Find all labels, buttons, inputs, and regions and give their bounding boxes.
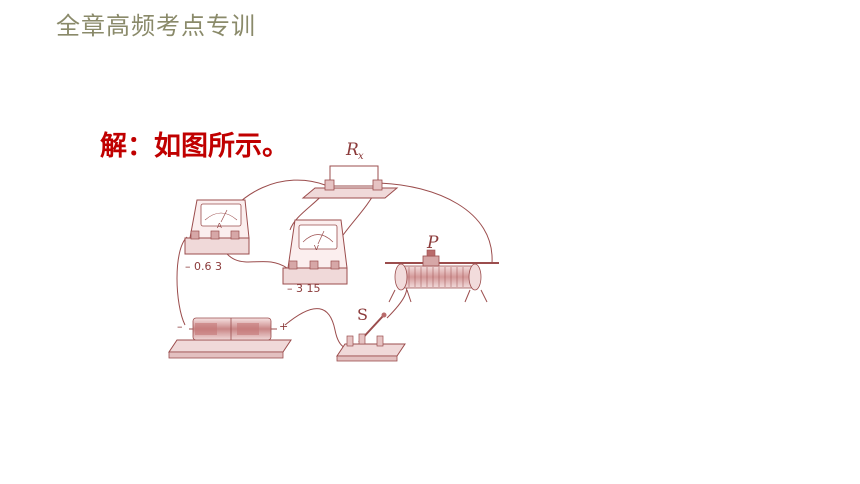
page-header-title: 全章高频考点专训 — [56, 12, 256, 40]
circuit-diagram: R x A – 0.6 3 V – 3 15 — [168, 140, 499, 362]
ammeter-terminal-labels: – 0.6 3 — [185, 260, 222, 273]
resistor-rx: R x — [301, 140, 399, 199]
voltmeter-terminal-labels: – 3 15 — [287, 282, 321, 295]
answer-text: 解：如图所示。 — [100, 131, 289, 162]
voltmeter: V – 3 15 — [282, 219, 348, 295]
voltmeter-face-label: V — [314, 244, 319, 252]
ammeter-face-label: A — [217, 222, 222, 230]
battery-pack: – + — [168, 317, 292, 359]
resistor-label: R — [345, 140, 359, 160]
rheostat-slider-label: P — [426, 233, 439, 253]
switch-label: S — [357, 305, 368, 324]
battery-negative-label: – — [177, 320, 183, 333]
ammeter: A – 0.6 3 — [184, 199, 250, 273]
rheostat: P — [385, 233, 499, 303]
battery-positive-label: + — [279, 320, 288, 333]
switch: S — [336, 305, 406, 362]
resistor-subscript: x — [358, 151, 364, 162]
